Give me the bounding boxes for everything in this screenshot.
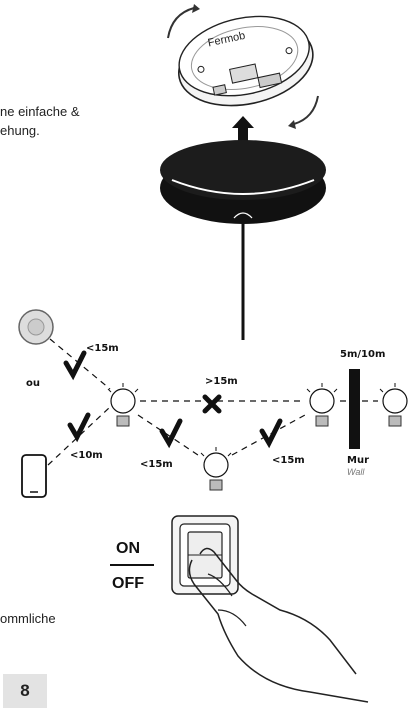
text-fragment-3: ommliche	[0, 611, 56, 626]
bulb-icon	[203, 452, 229, 478]
label-or: ou	[26, 378, 40, 389]
rotate-arrow-icon	[293, 95, 319, 125]
label-wall-range: 5m/10m	[340, 349, 386, 360]
check-icon	[159, 418, 183, 449]
wall-switch-illustration	[171, 515, 369, 703]
page-number: 8	[3, 674, 47, 708]
lamp-mount-illustration: Fermob	[160, 4, 326, 340]
text-fragment-1: ne einfache &	[0, 104, 80, 119]
cross-icon	[202, 394, 222, 414]
rotate-arrow-icon	[167, 7, 195, 39]
bulb-icon	[309, 388, 335, 414]
label-phone-range: <10m	[70, 450, 103, 461]
text-fragment-2: ehung.	[0, 123, 40, 138]
bulb-icon	[110, 388, 136, 414]
check-icon	[67, 412, 91, 443]
divider	[110, 564, 154, 566]
bulb-icon	[382, 388, 408, 414]
phone-icon	[21, 454, 47, 498]
label-wall-fr: Mur	[347, 455, 370, 466]
check-icon	[259, 418, 283, 449]
label-wall-en: Wall	[347, 467, 365, 477]
bulb-icons	[110, 388, 408, 478]
label-blocked-range: >15m	[205, 376, 238, 387]
label-lower-right-range: <15m	[272, 455, 305, 466]
wall-bar	[349, 369, 360, 449]
check-icon	[63, 350, 87, 381]
label-lower-left-range: <15m	[140, 459, 173, 470]
label-on: ON	[116, 540, 140, 557]
hand-icon	[188, 559, 369, 703]
range-diagram	[18, 309, 408, 498]
label-remote-range: <15m	[86, 343, 119, 354]
up-arrow-icon	[232, 116, 254, 142]
label-off: OFF	[112, 575, 144, 592]
